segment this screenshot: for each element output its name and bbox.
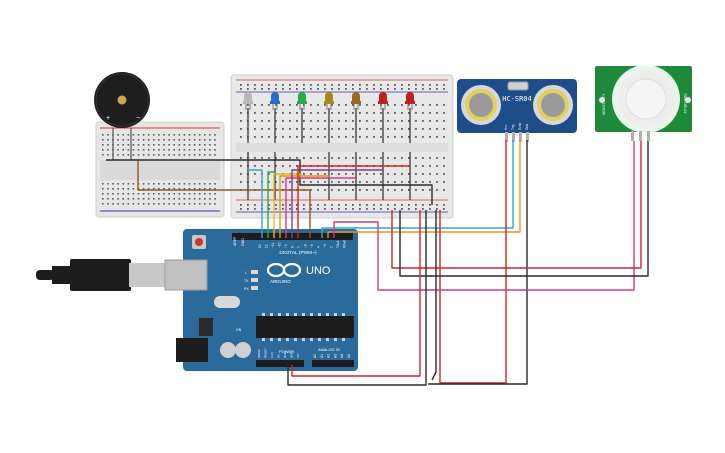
wire-pir-gnd xyxy=(399,141,649,277)
digital-pin-label: 8 xyxy=(291,246,295,248)
wire-pir-out xyxy=(333,141,635,291)
digital-pin-label: 7 xyxy=(297,246,301,248)
wire-5v xyxy=(291,210,421,377)
analog-pin-label: A5 xyxy=(347,354,351,358)
usb-cable xyxy=(36,259,165,291)
digital-pin-label: 13 xyxy=(258,244,262,248)
power-pin-label: Vin xyxy=(296,353,300,358)
wire-led-6 xyxy=(291,169,383,238)
digital-pin-label: 12 xyxy=(265,244,269,248)
power-pin-label: GND xyxy=(283,351,287,359)
analog-header-label: ANALOG IN xyxy=(318,347,340,352)
led-red-1[interactable] xyxy=(378,92,388,110)
wire-sonar-gnd xyxy=(428,140,528,385)
wire-buzzer-gnd xyxy=(106,159,433,205)
wire-led-2 xyxy=(267,171,275,238)
power-pin-label: RESET xyxy=(264,348,268,358)
wire-buzzer-plus xyxy=(137,160,311,238)
power-pin-label: 3.3V xyxy=(270,352,274,358)
digital-pin-label: ~11 xyxy=(271,243,275,248)
buzzer-minus-label: − xyxy=(136,115,140,122)
piezo-buzzer[interactable]: + − xyxy=(94,72,150,160)
led-olive[interactable] xyxy=(324,92,334,110)
wire-led-7 xyxy=(297,165,410,238)
uno-label: UNO xyxy=(306,265,331,277)
wire-led-5 xyxy=(285,177,356,238)
led-white[interactable] xyxy=(243,92,253,110)
sonar-transducer-left xyxy=(461,85,501,125)
analog-pin-label: A3 xyxy=(333,354,337,358)
digital-pin-label: TX▸1 xyxy=(336,240,340,248)
pir-time-delay-label: TIME DELAY xyxy=(683,93,687,114)
arduino-uno[interactable]: UNO ARDUINO DIGITAL (PWM~) POWER ANALOG … xyxy=(164,229,358,371)
wire-gnd xyxy=(287,210,427,386)
tx-rx-leds: L TX RX xyxy=(244,270,258,291)
power-pin-label: 5V xyxy=(277,354,281,358)
sonar-model-label: HC-SR04 xyxy=(502,95,532,103)
wires xyxy=(106,140,649,386)
digital-pin-label: 2 xyxy=(330,246,334,248)
digital-header-label: DIGITAL (PWM~) xyxy=(279,250,317,256)
buzzer-plus-label: + xyxy=(106,115,110,122)
pir-sensitivity-label: SENSITIVITY xyxy=(602,93,606,115)
led-green[interactable] xyxy=(297,92,307,110)
digital-pin-label: ~10 xyxy=(278,242,282,248)
led-blue[interactable] xyxy=(270,92,280,110)
wire-gnd-2 xyxy=(431,210,437,381)
analog-pin-label: A1 xyxy=(320,354,324,358)
digital-pin-label: ~9 xyxy=(284,244,288,248)
main-breadboard[interactable] xyxy=(230,74,454,219)
digital-pin-label: ~3 xyxy=(323,244,327,248)
sonar-pin-label: Vcc xyxy=(504,124,508,130)
digital-pin-label: RX◂0 xyxy=(343,240,347,248)
rx-led-label: RX xyxy=(244,287,250,291)
wire-sonar-echo xyxy=(327,140,521,238)
led-row xyxy=(243,92,415,110)
digital-pin-label: ~6 xyxy=(304,244,308,248)
analog-pin-label: A4 xyxy=(340,354,344,358)
gnd-label: GND xyxy=(241,238,245,246)
sonar-transducer-right xyxy=(533,85,573,125)
wire-sonar-trig xyxy=(321,140,514,238)
on-led-label: ON xyxy=(236,328,242,332)
analog-pin-label: A0 xyxy=(313,354,317,358)
led-amber[interactable] xyxy=(351,92,361,110)
small-breadboard[interactable] xyxy=(95,121,225,218)
arduino-logo xyxy=(266,262,302,278)
sonar-pin-label: Echo xyxy=(518,123,522,130)
sonar-pin-label: Gnd xyxy=(525,124,529,130)
digital-pin-label: 4 xyxy=(317,246,321,248)
arduino-logo-text: ARDUINO xyxy=(270,279,291,284)
aref-label: AREF xyxy=(233,237,237,246)
power-pin-label: IOREF xyxy=(257,349,261,358)
sonar-pin-label: Trig xyxy=(511,124,515,130)
analog-pin-label: A2 xyxy=(327,354,331,358)
l-led-label: L xyxy=(245,271,247,275)
wire-led-4 xyxy=(279,175,329,238)
power-header-label: POWER xyxy=(279,349,294,354)
power-pin-label: GND xyxy=(290,351,294,359)
digital-pin-label: ~5 xyxy=(310,244,314,248)
tx-led-label: TX xyxy=(244,279,249,283)
pir-sensor[interactable]: SENSITIVITY TIME DELAY xyxy=(595,65,692,141)
wire-sonar-vcc xyxy=(439,140,507,384)
wire-pir-vcc xyxy=(391,141,642,269)
led-red-2[interactable] xyxy=(405,92,415,110)
wire-led-1 xyxy=(248,169,263,238)
